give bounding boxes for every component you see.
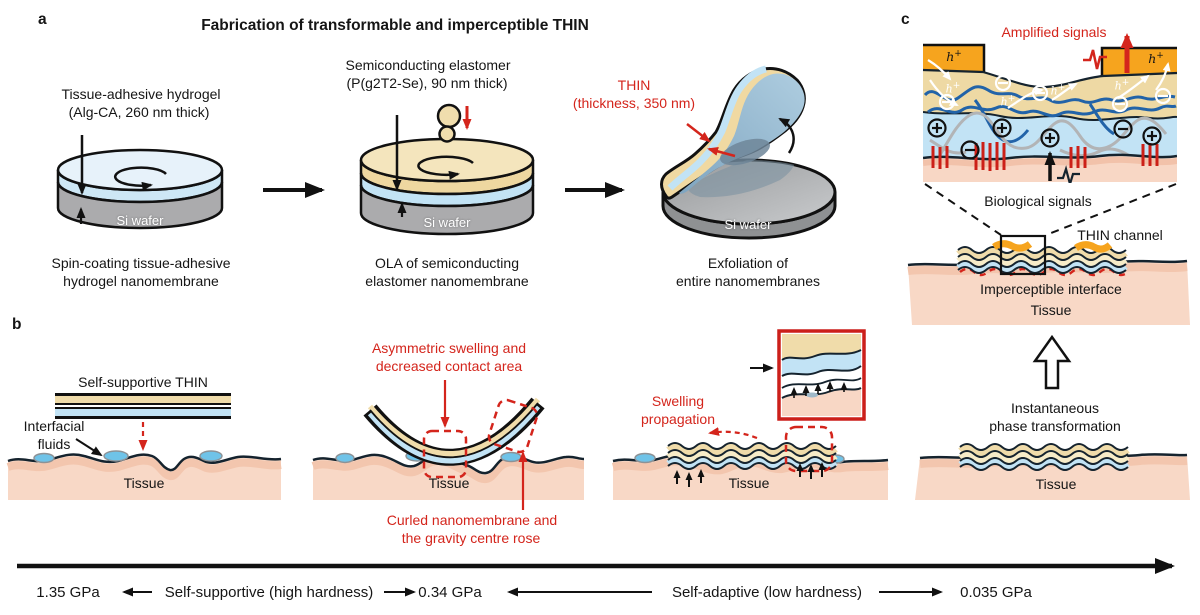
fluid-droplet	[634, 452, 656, 464]
fluid-droplet	[103, 450, 129, 462]
fluid-droplet	[335, 452, 355, 464]
step3-caption: entire nanomembranes	[676, 273, 820, 289]
flat-membrane	[55, 393, 231, 419]
disk1-drawing	[56, 135, 224, 230]
step1-caption: Spin-coating tissue-adhesive	[51, 255, 231, 271]
hardness-value-left: 1.35 GPa	[36, 584, 100, 601]
hardness-value-right: 0.035 GPa	[960, 584, 1032, 601]
hydrogel-chain	[938, 111, 1168, 156]
step1-caption: hydrogel nanomembrane	[63, 273, 219, 289]
zoom-connector	[1045, 183, 1177, 236]
self-supportive-label: Self-supportive THIN	[78, 374, 208, 390]
tissue-label: Tissue	[1035, 476, 1077, 492]
disk3-drawing	[660, 65, 837, 240]
step2-caption: elastomer nanomembrane	[365, 273, 529, 289]
thin-pointer-arrow-small	[707, 146, 736, 158]
wrinkled-membrane	[668, 442, 836, 470]
c-bottom-scene	[915, 334, 1190, 500]
interfacial-fluids-label: Interfacial	[23, 418, 85, 434]
wafer-label: Si wafer	[724, 217, 772, 232]
phase-transformation-label: phase transformation	[989, 418, 1121, 434]
ion-symbols	[927, 118, 1162, 160]
channel-electrode-patch	[992, 240, 1033, 252]
wafer-label: Si wafer	[116, 213, 164, 228]
panel-label-a: a	[38, 11, 47, 28]
amplified-signals-label: Amplified signals	[1001, 24, 1107, 40]
transformation-arrow	[1032, 334, 1072, 390]
dashed-highlight-box	[422, 429, 468, 479]
amplified-spike-icon	[1083, 49, 1107, 70]
panel-label-b: b	[12, 316, 22, 333]
fluid-droplet	[199, 450, 223, 462]
hardness-scale	[17, 558, 1175, 597]
asymmetric-swelling-label: Asymmetric swelling and	[371, 340, 527, 356]
hole-label: h+	[945, 81, 961, 96]
peel-direction-arrow	[778, 117, 795, 154]
panel-label-c: c	[901, 11, 910, 28]
c-cross-section	[923, 40, 1177, 183]
swelling-propagation-label: Swelling	[651, 393, 705, 409]
tissue-label: Tissue	[1030, 302, 1072, 318]
step2-caption: OLA of semiconducting	[375, 255, 519, 271]
hole-carriers	[927, 59, 1172, 113]
disk2-drawing	[359, 103, 535, 236]
hardness-label-left: Self-supportive (high hardness)	[164, 584, 374, 601]
fluid-droplet	[33, 452, 55, 464]
polymer-chain	[923, 85, 1176, 104]
hardness-value-mid: 0.34 GPa	[418, 584, 482, 601]
hole-label: h+	[1000, 94, 1016, 109]
tissue-label: Tissue	[728, 475, 770, 491]
tissue-label: Tissue	[428, 475, 470, 491]
droplet-icon	[436, 103, 462, 129]
thin-annotation: (thickness, 350 nm)	[572, 95, 696, 111]
channel-electrode-patch	[1074, 241, 1113, 253]
curled-nanomembrane-label: the gravity centre rose	[401, 530, 541, 546]
hardness-label-right: Self-adaptive (low hardness)	[671, 584, 863, 601]
step3-caption: Exfoliation of	[707, 255, 789, 271]
hole-label: h+	[946, 49, 962, 65]
tissue-label: Tissue	[123, 475, 165, 491]
b-scene3	[611, 329, 889, 500]
fluids-pointer-arrow	[75, 438, 103, 457]
b-scene2	[311, 380, 585, 510]
step1-annotation: (Alg-CA, 260 nm thick)	[68, 104, 210, 120]
dashed-highlight-box	[784, 425, 834, 473]
hole-label: h+	[1050, 83, 1066, 98]
dashed-highlight-box	[487, 398, 539, 454]
figure-title: Fabrication of transformable and imperce…	[201, 17, 589, 34]
interfacial-fluids-label: fluids	[37, 436, 71, 452]
swelling-inset-box	[777, 329, 866, 421]
step2-annotation: Semiconducting elastomer	[345, 57, 511, 73]
imperceptible-interface-label: Imperceptible interface	[980, 281, 1122, 297]
c-mid-scene	[907, 183, 1190, 325]
fluid-droplet	[500, 451, 522, 463]
adhesion-bonds	[931, 142, 1159, 171]
hole-label: h+	[1114, 78, 1130, 93]
curled-membrane	[363, 397, 545, 466]
zoom-connector	[924, 183, 1002, 236]
asymmetric-swelling-label: decreased contact area	[375, 358, 523, 374]
swelling-propagation-arrow	[708, 427, 758, 440]
thin-channel-label: THIN channel	[1077, 227, 1163, 243]
signal-spike-icon	[1057, 165, 1080, 183]
wafer-label: Si wafer	[423, 215, 471, 230]
b-scene1	[6, 393, 282, 500]
thin-annotation: THIN	[617, 77, 651, 93]
swelling-propagation-label: propagation	[641, 411, 715, 427]
zoom-region-box	[999, 234, 1047, 276]
polymer-chain	[927, 104, 1177, 118]
hole-label: h+	[1148, 51, 1164, 67]
droplet-icon	[438, 125, 456, 143]
step1-annotation: Tissue-adhesive hydrogel	[61, 86, 221, 102]
thin-pointer-arrow	[686, 123, 711, 143]
biological-signals-label: Biological signals	[984, 193, 1092, 209]
phase-transformation-label: Instantaneous	[1011, 400, 1099, 416]
step2-annotation: (P(g2T2-Se), 90 nm thick)	[346, 75, 508, 91]
curled-nanomembrane-label: Curled nanomembrane and	[386, 512, 558, 528]
